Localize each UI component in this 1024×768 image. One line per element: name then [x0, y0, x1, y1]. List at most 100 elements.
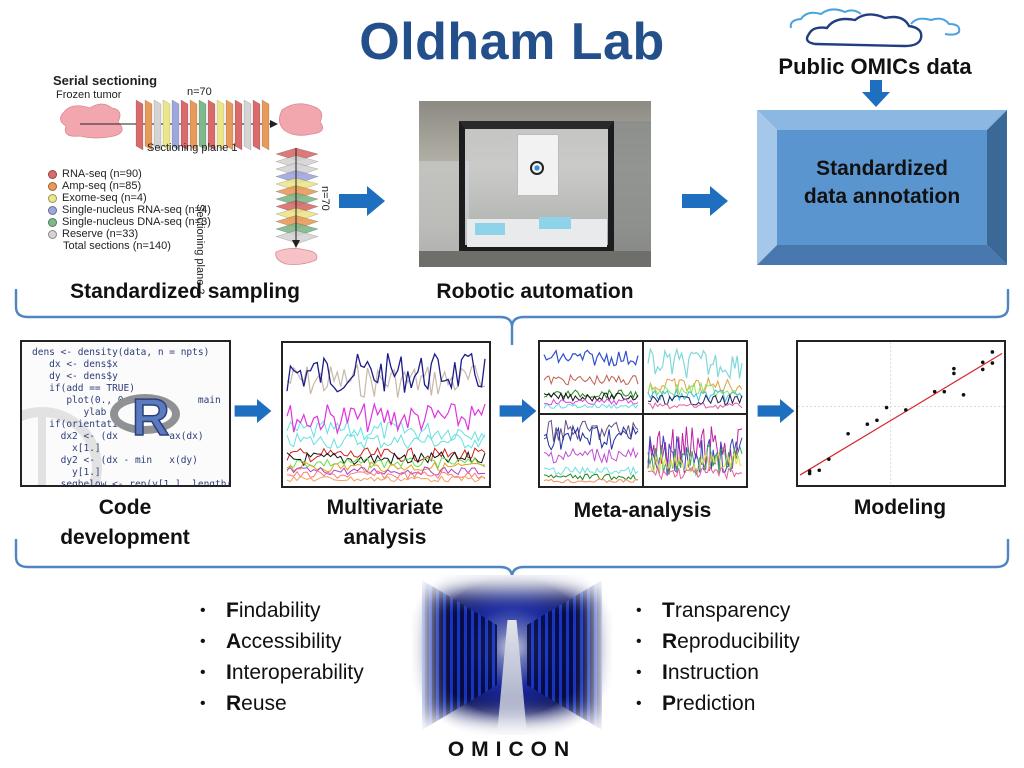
annotation-label-line2: data annotation — [803, 185, 961, 208]
section-slice — [144, 99, 153, 151]
section-slice — [162, 99, 171, 151]
series-line — [286, 470, 486, 480]
series-line — [286, 419, 486, 443]
meta-analysis-label: Meta-analysis — [573, 499, 712, 522]
legend-dot-snrna — [48, 205, 57, 215]
section-slices-plane1 — [135, 99, 270, 151]
serial-sectioning-heading: Serial sectioning — [53, 73, 158, 88]
series-line — [647, 388, 743, 404]
meta-panel-4 — [642, 413, 748, 488]
section-slices-plane2 — [275, 147, 319, 244]
section-slice — [216, 99, 225, 151]
data-center-image — [412, 575, 612, 735]
legend-dot-rna — [48, 169, 57, 179]
legend-item: Single-nucleus DNA-seq (n=3) — [48, 216, 211, 228]
legend-item: Reserve (n=33) — [48, 228, 211, 240]
series-line — [543, 391, 639, 403]
assay-legend: RNA-seq (n=90) Amp-seq (n=85) Exome-seq … — [48, 168, 211, 252]
arrow-right-icon — [682, 186, 728, 216]
data-point — [942, 389, 947, 394]
series-line — [543, 373, 639, 386]
series-line — [543, 446, 639, 464]
code-line: dy2 <- (dx - min x(dy) — [32, 455, 198, 466]
frozen-tumor-shape — [60, 103, 123, 139]
series-line — [647, 401, 743, 410]
legend-dot-reserve — [48, 229, 57, 239]
section-slice — [225, 99, 234, 151]
legend-item: Amp-seq (n=85) — [48, 180, 211, 192]
data-point — [846, 431, 850, 436]
data-point — [807, 469, 812, 473]
series-line — [543, 478, 639, 484]
bottom-brace — [14, 539, 1010, 595]
data-point — [817, 468, 822, 473]
data-point — [827, 457, 831, 461]
code-line: x[1.] — [32, 443, 101, 454]
legend-item: RNA-seq (n=90) — [48, 168, 211, 180]
code-label-line1: Code — [98, 496, 152, 519]
data-point — [875, 418, 879, 423]
data-point — [952, 366, 956, 371]
sectioning-illustration — [60, 99, 324, 265]
series-line — [647, 393, 743, 406]
public-omics-label: Public OMICs data — [778, 54, 972, 79]
multivariate-lines — [286, 352, 486, 483]
code-line: dx <- dens$x — [32, 359, 118, 370]
series-line — [543, 419, 639, 442]
data-point — [884, 405, 889, 410]
series-line — [647, 465, 743, 481]
section-slice — [171, 99, 180, 151]
legend-item: Exome-seq (n=4) — [48, 192, 211, 204]
omicon-label: OMICON — [447, 738, 577, 761]
section-slice — [275, 230, 319, 244]
arrow-right-icon — [339, 186, 385, 216]
data-point — [952, 371, 956, 376]
code-snippet: dens <- density(data, n = npts) dx <- de… — [32, 347, 229, 487]
data-point — [980, 367, 985, 372]
modeling-chart — [796, 340, 1006, 487]
code-line: dens <- density(data, n = npts) — [32, 347, 210, 358]
serial-sectioning-figure: Serial sectioning Frozen tumor n=70 Sect… — [48, 70, 340, 295]
multivariate-label-line1: Multivariate — [326, 496, 444, 519]
legend-dot-exome — [48, 193, 57, 203]
series-line — [647, 347, 743, 380]
section-slice — [180, 99, 189, 151]
n-side-label: n=70 — [319, 186, 331, 211]
meta-panel-3 — [538, 413, 644, 488]
series-line — [286, 450, 486, 467]
standardized-sampling-label: Standardized sampling — [70, 280, 300, 303]
code-line: dy <- dens$y — [32, 371, 118, 382]
n-top-label: n=70 — [187, 86, 212, 98]
regression-line — [799, 353, 1003, 476]
annotation-label-line1: Standardized — [816, 157, 948, 180]
meta-panel-1 — [538, 340, 644, 415]
series-line — [286, 401, 486, 435]
code-development-image: dens <- density(data, n = npts) dx <- de… — [20, 340, 231, 487]
plane1-label: Sectioning plane 1 — [147, 142, 238, 154]
data-point — [904, 408, 908, 412]
series-line — [647, 451, 743, 473]
section-slice — [234, 99, 243, 151]
series-line — [543, 349, 639, 367]
series-line — [543, 402, 639, 409]
section-slice — [135, 99, 144, 151]
modeling-label: Modeling — [853, 496, 947, 519]
legend-item: Single-nucleus RNA-seq (n=4) — [48, 204, 211, 216]
arrow-right-icon — [234, 399, 272, 423]
code-line: seqbelow <- rep(y[1.], length(dx)) — [60, 479, 229, 487]
series-line — [543, 465, 639, 477]
meta-panel-2 — [642, 340, 748, 415]
series-line — [286, 446, 486, 463]
top-brace — [14, 289, 1010, 345]
robotic-automation-label: Robotic automation — [436, 280, 634, 303]
tumor-slice-top — [279, 103, 324, 136]
